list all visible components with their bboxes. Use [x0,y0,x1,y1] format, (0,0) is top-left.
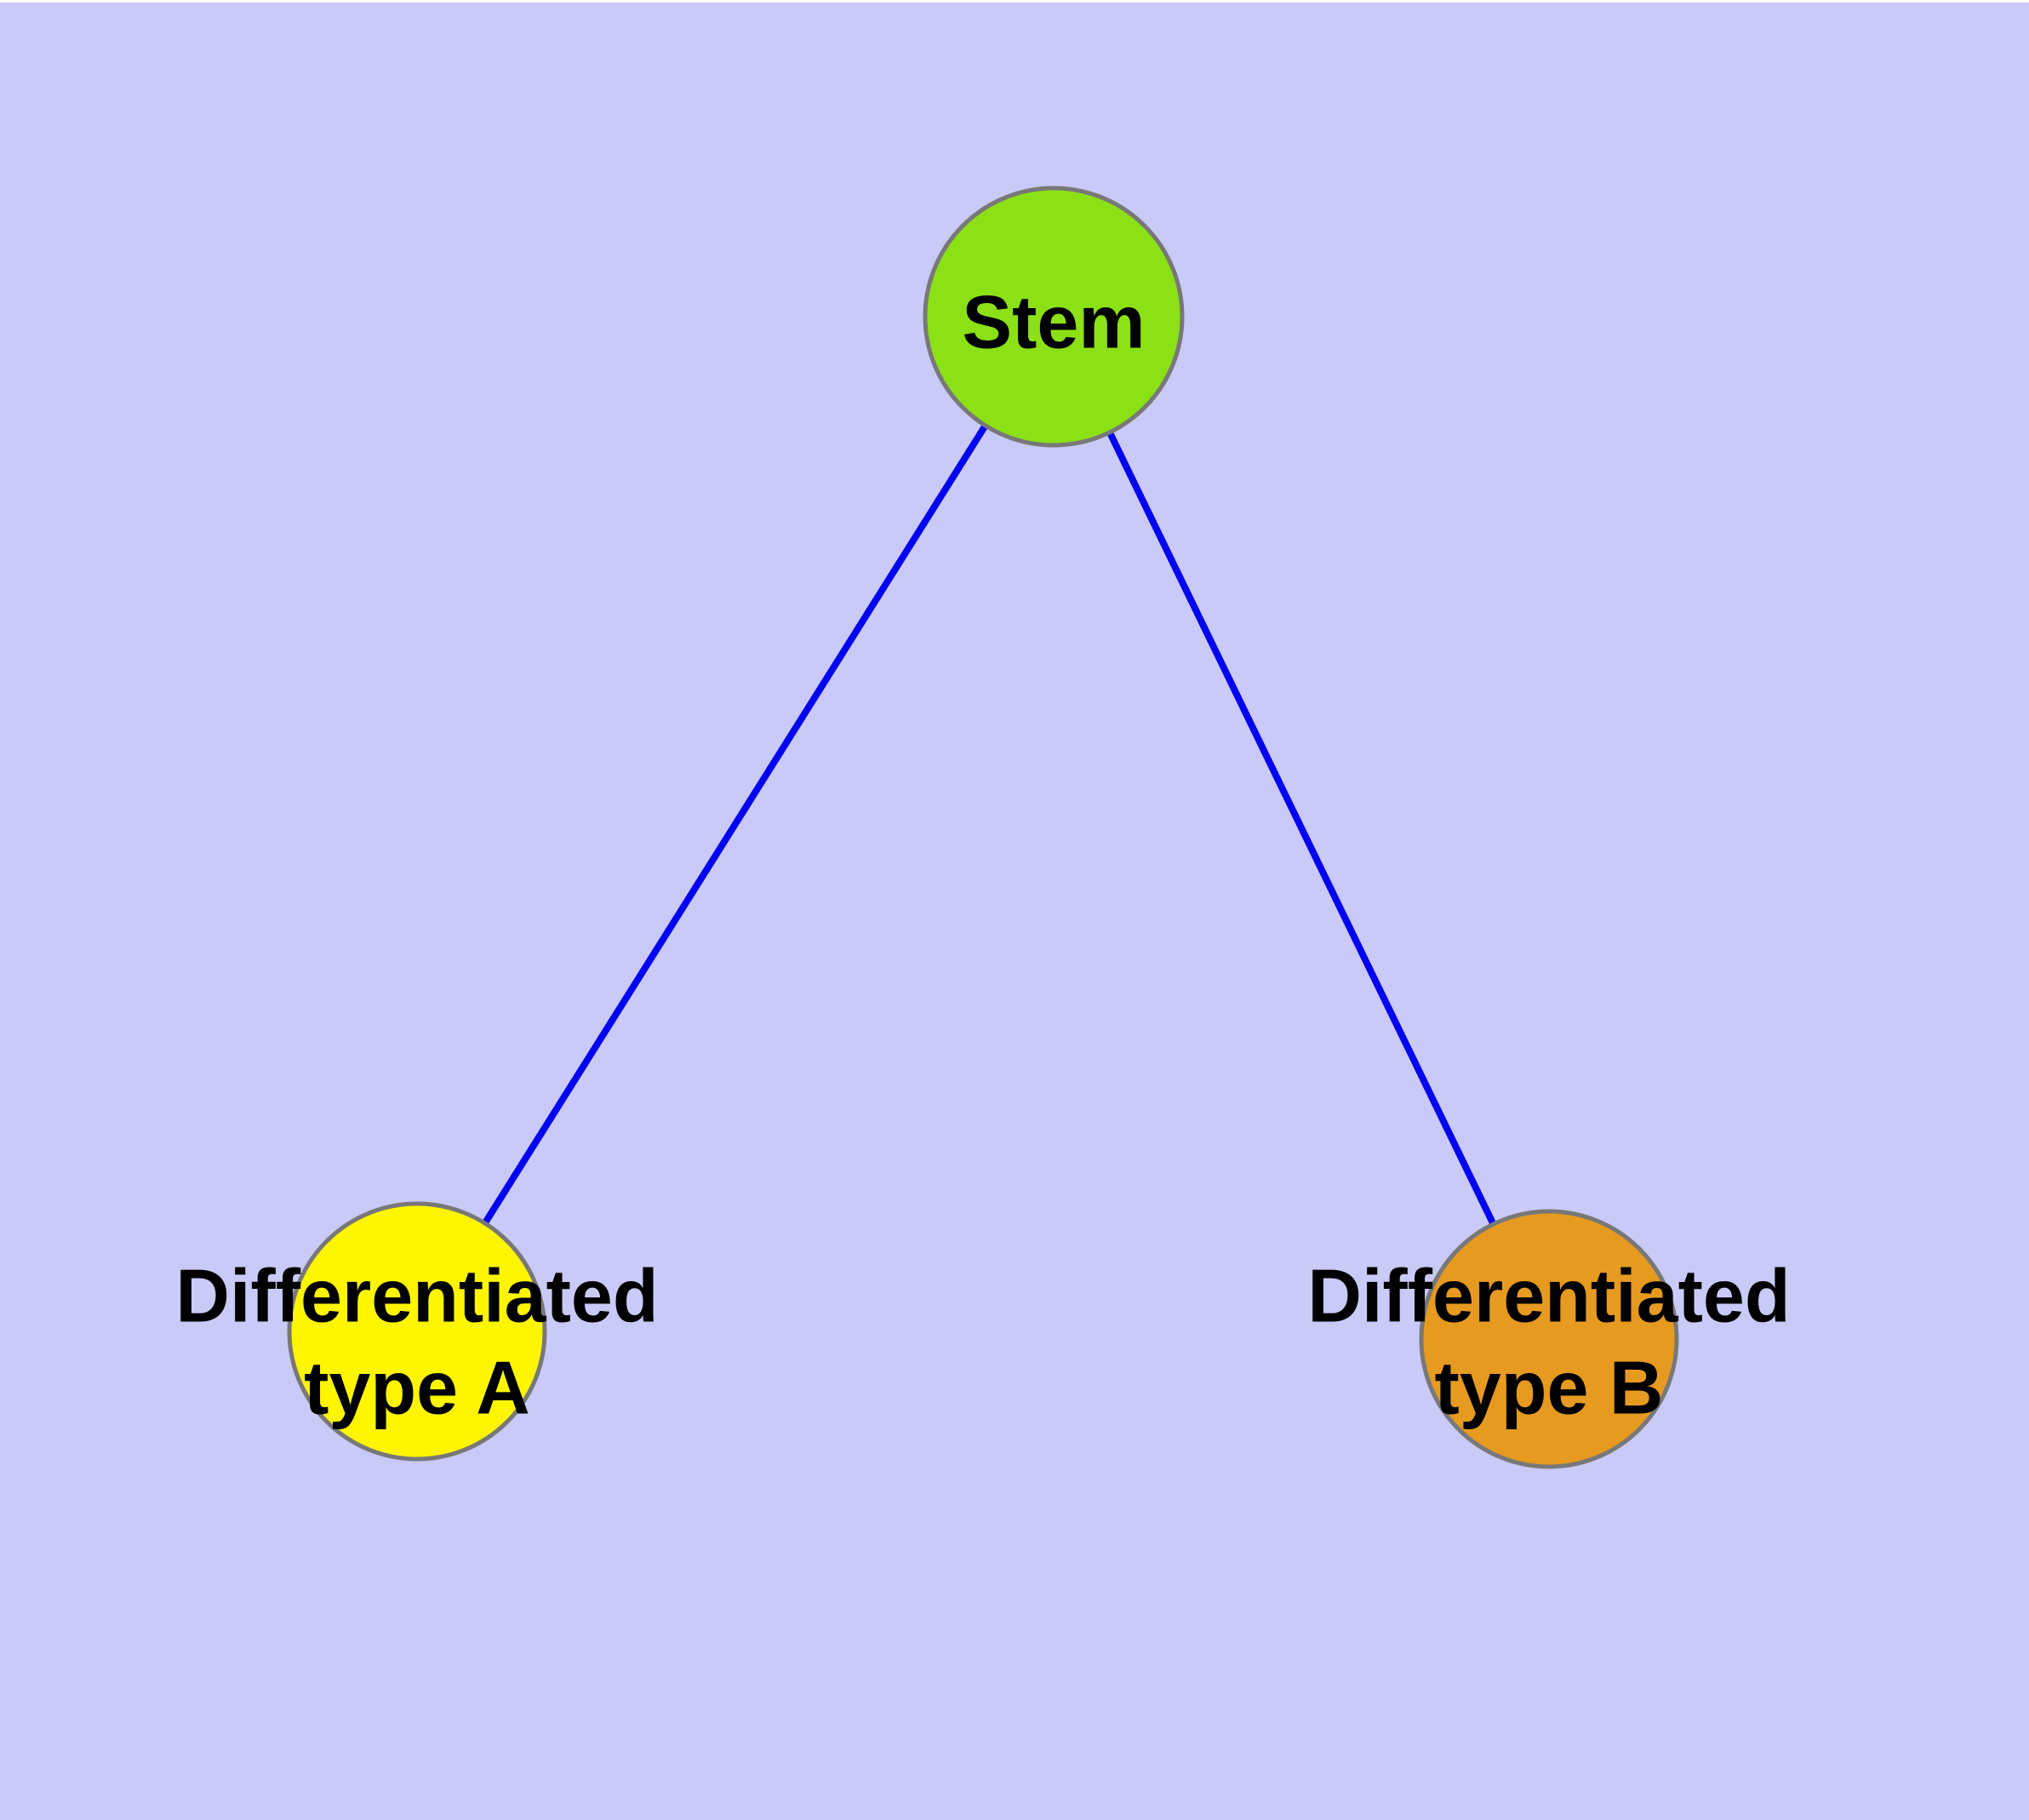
edge-stem-to-type-a [414,314,1057,1334]
node-type-b-label-line1: Differentiated [1307,1254,1790,1338]
node-stem-label: Stem [962,280,1145,364]
node-differentiated-type-a [287,1201,547,1462]
node-stem [923,186,1185,448]
node-type-a-label-line1: Differentiated [175,1254,658,1338]
node-type-a-label-line2: type A [304,1346,530,1430]
node-differentiated-type-b [1419,1209,1679,1469]
edge-stem-to-type-b [1050,315,1552,1341]
node-type-b-label-line2: type B [1435,1346,1664,1430]
